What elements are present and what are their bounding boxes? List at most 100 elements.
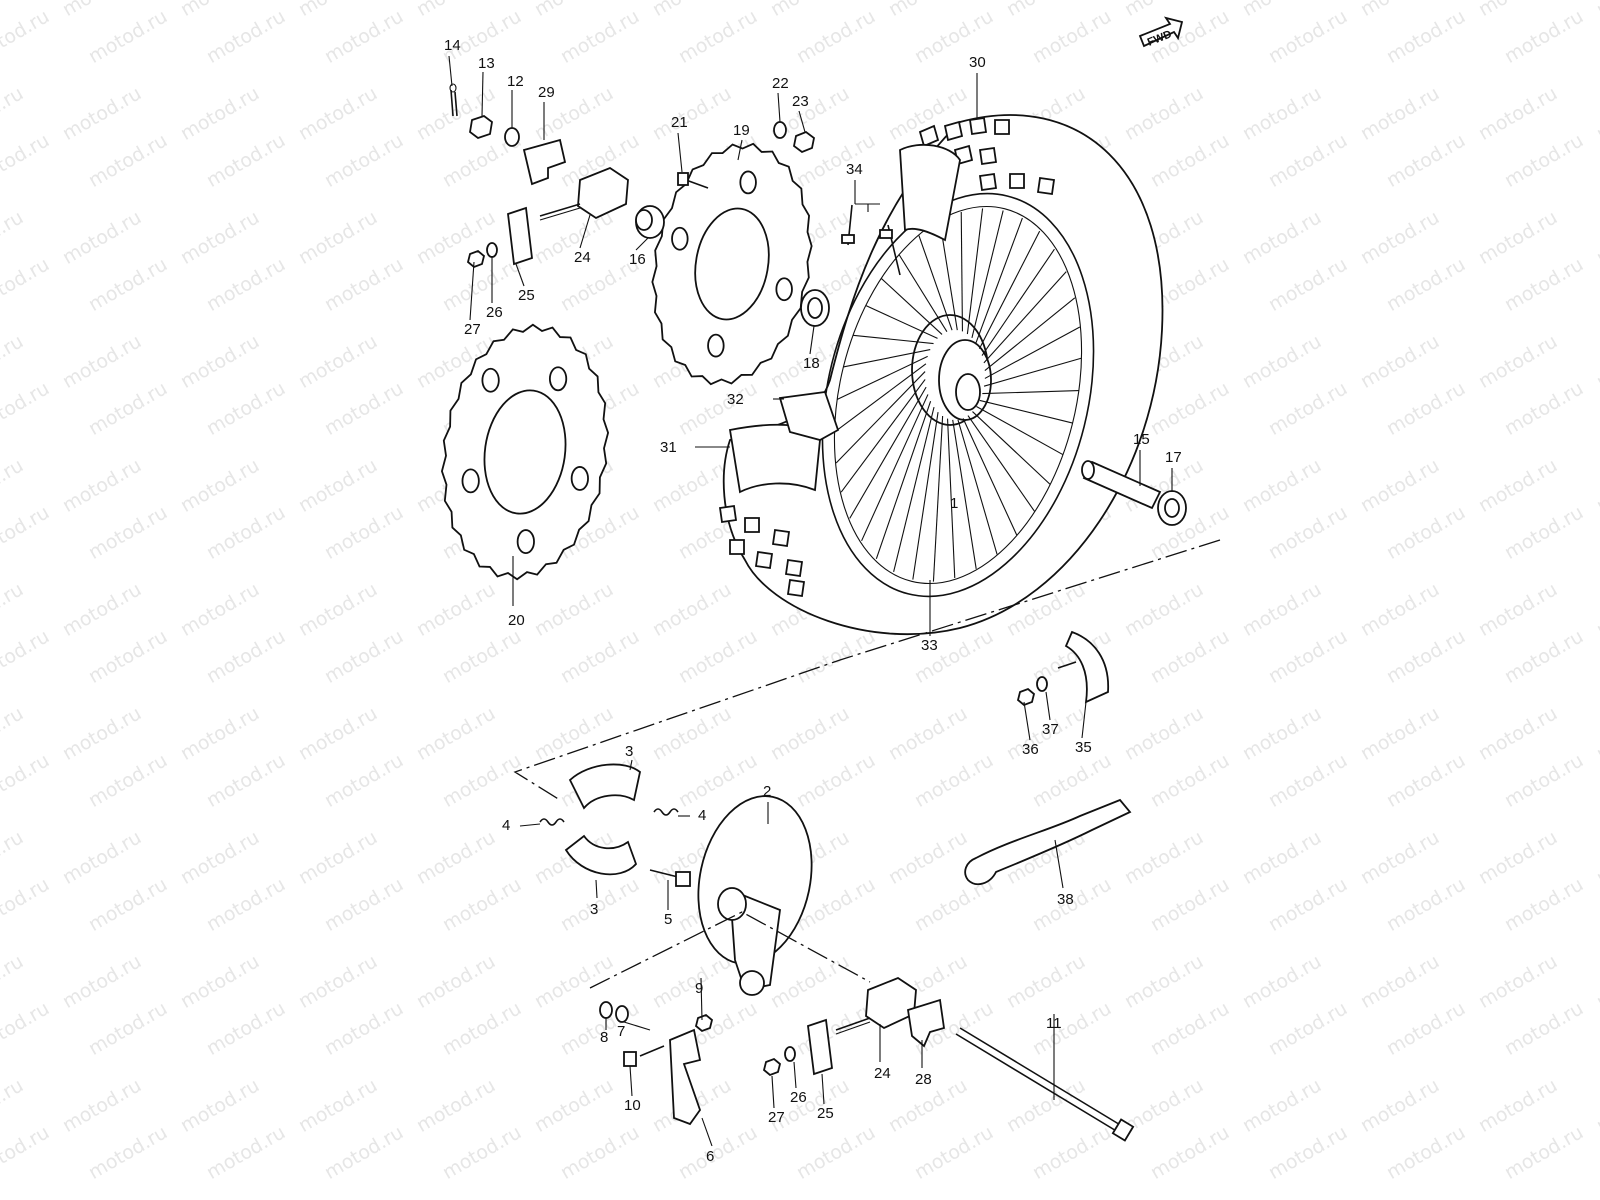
- rim-band: [778, 391, 840, 441]
- spoke: [843, 349, 931, 368]
- sprocket-cutout: [570, 466, 589, 491]
- label-25a: 25: [518, 287, 535, 304]
- spoke: [835, 371, 926, 464]
- label-8: 8: [600, 1029, 608, 1046]
- sprocket-bore: [483, 389, 567, 515]
- watermark-text: motod.ru: [1383, 1121, 1469, 1184]
- watermark-text: motod.ru: [85, 253, 171, 316]
- sprocket-cutout: [461, 468, 480, 494]
- label-28: 28: [915, 1071, 932, 1088]
- watermark-text: motod.ru: [0, 749, 53, 812]
- watermark-text: motod.ru: [1239, 206, 1325, 269]
- watermark-text: motod.ru: [59, 702, 145, 765]
- watermark-text: motod.ru: [767, 0, 853, 21]
- watermark-text: motod.ru: [85, 997, 171, 1060]
- sprocket-washer: [773, 121, 787, 139]
- watermark-text: motod.ru: [1475, 0, 1561, 21]
- label-22: 22: [772, 75, 789, 92]
- watermark-text: motod.ru: [1357, 826, 1443, 889]
- label-26b: 26: [790, 1089, 807, 1106]
- watermark-text: motod.ru: [649, 950, 735, 1013]
- watermark-text: motod.ru: [1121, 702, 1207, 765]
- watermark-text: motod.ru: [675, 625, 761, 688]
- watermark-text: motod.ru: [1147, 377, 1233, 440]
- watermark-text: motod.ru: [321, 749, 407, 812]
- watermark-text: motod.ru: [911, 1121, 997, 1184]
- leader-line: [809, 325, 815, 355]
- watermark-text: motod.ru: [295, 82, 381, 145]
- spoke: [849, 386, 927, 519]
- watermark-text: motod.ru: [1501, 1121, 1587, 1184]
- watermark-text: motod.ru: [1121, 950, 1207, 1013]
- label-1: 1: [950, 495, 958, 512]
- sprocket-cutout: [481, 367, 500, 393]
- watermark-text: motod.ru: [1501, 501, 1587, 564]
- spoke: [898, 254, 948, 332]
- watermark-text: motod.ru: [321, 997, 407, 1060]
- watermark-text: motod.ru: [295, 206, 381, 269]
- sprocket-spacer: [635, 205, 665, 239]
- spoke: [967, 415, 1036, 512]
- spoke: [947, 418, 956, 579]
- watermark-text: motod.ru: [1357, 82, 1443, 145]
- watermark-text: motod.ru: [85, 129, 171, 192]
- watermark-text: motod.ru: [321, 129, 407, 192]
- lever-washer: [599, 1001, 613, 1019]
- spoke: [837, 355, 928, 400]
- watermark-text: motod.ru: [413, 206, 499, 269]
- watermark-text: motod.ru: [59, 82, 145, 145]
- watermark-text: motod.ru: [321, 1121, 407, 1184]
- label-31: 31: [660, 439, 677, 456]
- sprocket-bore: [694, 207, 770, 321]
- chain-guide-bolt: [1057, 661, 1077, 669]
- watermark-text: motod.ru: [0, 826, 27, 889]
- watermark-text: motod.ru: [0, 1074, 27, 1137]
- label-24a: 24: [574, 249, 591, 266]
- brake-panel: [697, 795, 813, 996]
- watermark-text: motod.ru: [557, 5, 643, 68]
- tire-tread-blocks: [918, 116, 1056, 196]
- watermark-text: motod.ru: [1265, 997, 1351, 1060]
- watermark-text: motod.ru: [793, 625, 879, 688]
- watermark-text: motod.ru: [767, 950, 853, 1013]
- watermark-text: motod.ru: [1265, 501, 1351, 564]
- cotter-pin: [449, 83, 458, 117]
- watermark-text: motod.ru: [1593, 702, 1600, 765]
- watermark-text: motod.ru: [1357, 1074, 1443, 1137]
- watermark-text: motod.ru: [1357, 0, 1443, 21]
- chain-adjuster-lower: [835, 976, 917, 1035]
- watermark-text: motod.ru: [1029, 997, 1115, 1060]
- watermark-text: motod.ru: [321, 253, 407, 316]
- leader-line: [595, 879, 598, 899]
- watermark-text: motod.ru: [439, 1121, 525, 1184]
- leader-line: [677, 132, 683, 173]
- spoke: [982, 390, 1079, 395]
- spoke: [840, 379, 926, 493]
- spoke: [976, 405, 1064, 456]
- leader-line: [579, 214, 591, 249]
- watermark-text: motod.ru: [1593, 206, 1600, 269]
- watermark-text: motod.ru: [911, 625, 997, 688]
- spoke: [952, 419, 977, 569]
- label-14: 14: [444, 37, 461, 54]
- label-6: 6: [706, 1148, 714, 1165]
- watermark-text: motod.ru: [0, 82, 27, 145]
- watermark-text: motod.ru: [1121, 1074, 1207, 1137]
- adjuster-nut: [466, 249, 486, 269]
- leader-line: [1045, 691, 1051, 721]
- lever-nut: [694, 1013, 714, 1033]
- label-12: 12: [507, 73, 524, 90]
- watermark-text: motod.ru: [557, 1121, 643, 1184]
- watermark-text: motod.ru: [1357, 206, 1443, 269]
- watermark-text: motod.ru: [203, 5, 289, 68]
- watermark-text: motod.ru: [1475, 950, 1561, 1013]
- sprocket-cutout: [739, 170, 757, 195]
- watermark-text: motod.ru: [0, 206, 27, 269]
- assembly-lines: [513, 539, 1221, 989]
- watermark-text: motod.ru: [59, 206, 145, 269]
- watermark-text: motod.ru: [1383, 873, 1469, 936]
- watermark-text: motod.ru: [1475, 1074, 1561, 1137]
- watermark-text: motod.ru: [767, 702, 853, 765]
- leader-line: [481, 71, 484, 117]
- watermark-text: motod.ru: [1357, 454, 1443, 517]
